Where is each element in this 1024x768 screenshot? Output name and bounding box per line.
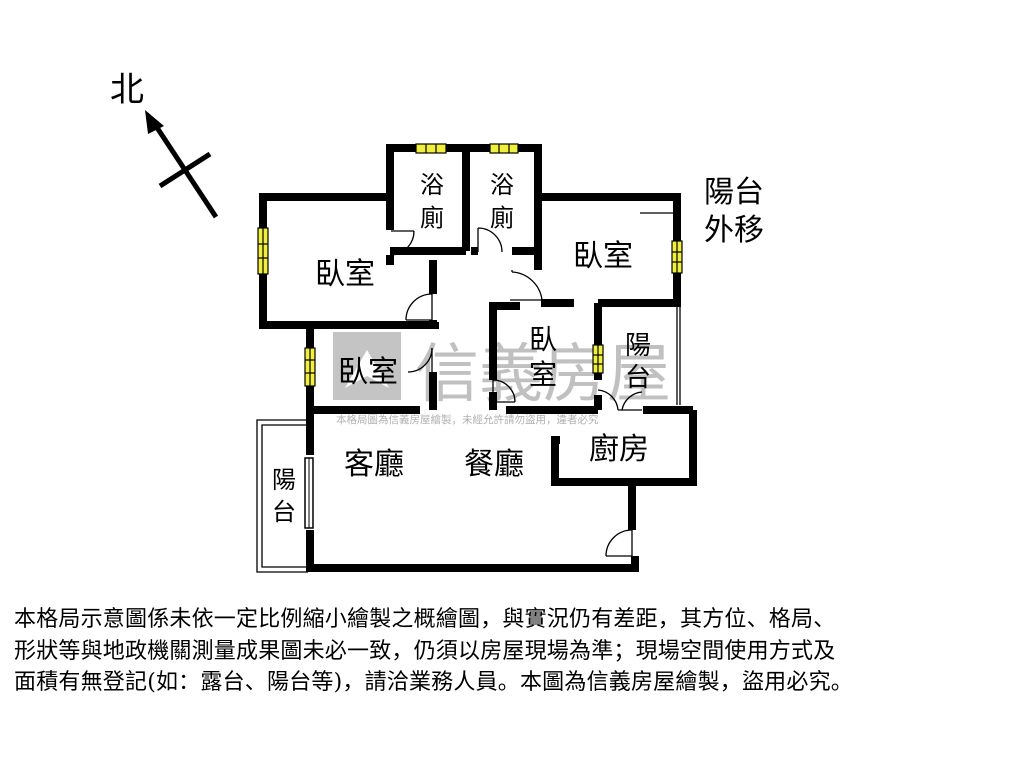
disclaimer-line-3: 面積有無登記(如：露台、陽台等)，請洽業務人員。本圖為信義房屋繪製，盜用必究。 [14, 670, 853, 695]
room-bath-2-line1: 浴 [490, 171, 514, 199]
window-bedroom-nw [257, 227, 269, 275]
doors [391, 227, 643, 557]
room-balcony-w-line1: 陽 [272, 466, 296, 494]
room-kitchen: 廚房 [589, 432, 649, 467]
compass-north-label: 北 [110, 70, 144, 110]
annotation-line1: 陽台 [704, 175, 764, 210]
brand-logo-mark [345, 350, 389, 388]
disclaimer: 本格局示意圖係未依一定比例縮小繪製之概繪圖，與實況仍有差距，其方位、格局、 形狀… [14, 604, 1014, 699]
watermark: 信義房屋 本格局圖為信義房屋繪製，未經允許請勿盜用，違者必究 [333, 332, 671, 426]
disclaimer-line-1: 本格局示意圖係未依一定比例縮小繪製之概繪圖，與實況仍有差距，其方位、格局、 [14, 607, 836, 632]
room-bedroom-mid-line1: 臥 [529, 323, 557, 356]
door-bedroom-mid [492, 379, 516, 403]
disclaimer-line-2: 形狀等與地政機關測量成果圖未必一致，仍須以房屋現場為準；現場空間使用方式及 [14, 638, 836, 664]
window-bedroom-w [304, 347, 316, 387]
door-kitchen-balcony [621, 391, 643, 411]
door-bedroom-nw [405, 293, 433, 321]
windows [257, 143, 683, 387]
door-bedroom-ne [510, 270, 543, 301]
room-labels: 浴 廁 浴 廁 臥室 臥室 臥室 臥 室 陽 台 廚房 客廳 餐廳 陽 台 陽台… [272, 171, 764, 526]
north-arrow-icon [145, 110, 164, 134]
room-dining: 餐廳 [464, 447, 524, 482]
room-bedroom-mid-line2: 室 [529, 358, 557, 391]
compass-crossbar [158, 151, 212, 189]
window-bedroom-mid [592, 344, 604, 374]
room-bedroom-w: 臥室 [338, 355, 398, 390]
room-balcony-mid-line1: 陽 [625, 331, 651, 361]
door-bath-1 [391, 230, 415, 256]
window-bath-1 [415, 143, 447, 154]
door-entrance [605, 529, 633, 557]
balcony-sliding-door [304, 457, 314, 529]
room-bedroom-ne: 臥室 [573, 239, 633, 274]
door-bedroom-w [407, 347, 433, 373]
compass: 北 [110, 70, 219, 219]
window-bedroom-ne [671, 240, 683, 274]
room-bath-1-line2: 廁 [420, 204, 444, 232]
balcony-outlines [256, 212, 681, 573]
room-bath-2-line2: 廁 [490, 204, 514, 232]
room-balcony-mid-line2: 台 [625, 363, 651, 393]
window-bath-2 [489, 143, 519, 154]
floor-plan: 北 信義房屋 本格局圖為信義房屋繪製，未經允許請勿盜用，違者必究 [110, 70, 764, 573]
watermark-brand: 信義房屋 [415, 338, 671, 412]
watermark-notice: 本格局圖為信義房屋繪製，未經允許請勿盜用，違者必究 [336, 413, 599, 426]
room-living: 客廳 [344, 447, 404, 482]
door-bath-2 [477, 227, 503, 253]
annotation-line2: 外移 [704, 213, 764, 248]
room-bath-1-line1: 浴 [420, 171, 444, 199]
room-bedroom-nw: 臥室 [315, 257, 375, 292]
room-balcony-w-line2: 台 [272, 498, 296, 526]
